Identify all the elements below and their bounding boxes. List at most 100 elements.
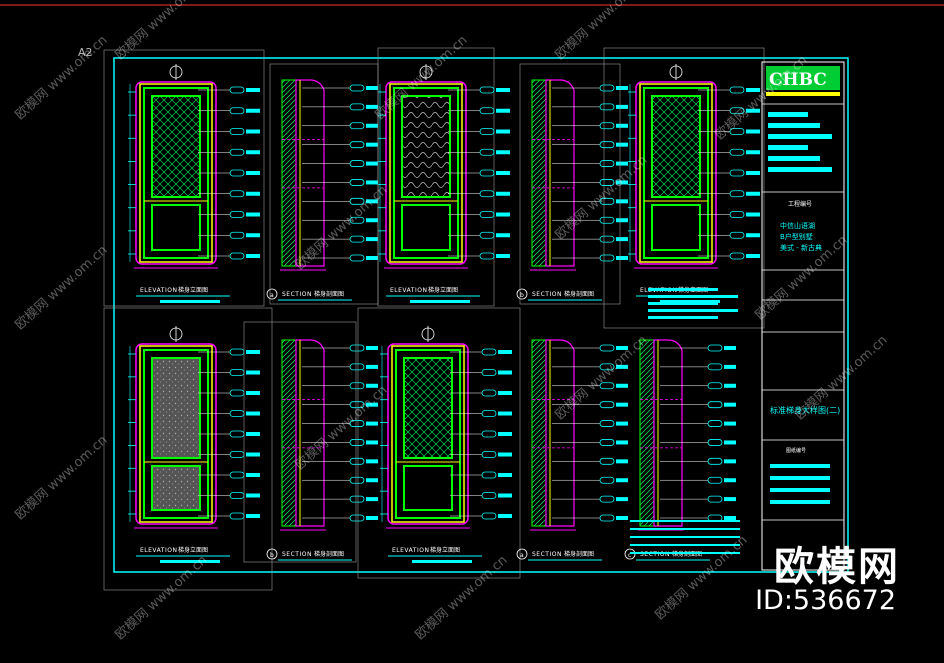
callout-tag <box>229 86 245 94</box>
callout-text-bar <box>746 150 760 155</box>
scale-note-bar <box>410 300 470 303</box>
callout-text-bar <box>366 180 378 185</box>
callout-text-bar <box>724 478 736 483</box>
callout-tag <box>349 141 365 149</box>
callout-tag <box>599 235 615 243</box>
watermark-id: ID:536672 <box>755 585 896 616</box>
callout-tag <box>349 84 365 92</box>
callout-tag <box>229 389 245 397</box>
section-outline <box>295 339 325 527</box>
callout-tag <box>349 514 365 522</box>
callout-tag <box>707 420 723 427</box>
callout-text-bar <box>616 440 628 445</box>
viewport-frame <box>243 321 357 563</box>
callout-tag <box>729 190 745 198</box>
callout-text-bar <box>366 383 378 388</box>
lower-panel <box>151 465 201 511</box>
watermark-text: 欧模网 www.om.cn <box>13 433 111 523</box>
callout-tag <box>229 148 245 156</box>
callout-text-bar <box>246 514 260 518</box>
callout-tag <box>349 216 365 224</box>
callout-tag <box>479 107 495 115</box>
callout-text-bar <box>366 478 378 483</box>
callout-text-bar <box>246 150 260 155</box>
callout-text-bar <box>498 493 512 498</box>
callout-text-bar <box>366 421 378 426</box>
callout-text-bar <box>246 212 260 217</box>
callout-text-bar <box>496 88 510 92</box>
wall-hatch <box>281 339 297 527</box>
wall-hatch <box>639 339 655 527</box>
logo-box <box>766 66 840 90</box>
callout-text-bar <box>246 88 260 92</box>
viewport-frame <box>269 63 379 305</box>
viewport-frame <box>519 63 621 305</box>
project-line: 中信山语湖 <box>780 221 815 230</box>
callout-text-bar <box>616 364 628 369</box>
info-text-bar <box>770 464 830 468</box>
watermark-brand: 欧模网 <box>774 544 900 590</box>
callout-text-bar <box>616 497 628 502</box>
lower-panel <box>651 204 701 251</box>
callout-text-bar <box>246 129 260 134</box>
scale-note-bar <box>412 560 472 563</box>
callout-text-bar <box>498 452 512 457</box>
callout-text-bar <box>496 233 510 238</box>
info-text-bar <box>768 134 832 139</box>
callout-tag <box>707 344 723 352</box>
callout-text-bar <box>616 142 628 147</box>
section-subtitle: 梯身剖面图 <box>564 290 594 298</box>
callout-text-bar <box>724 402 736 407</box>
callout-text-bar <box>724 364 736 369</box>
elevation-subtitle: 梯身立面图 <box>428 286 458 294</box>
callout-tag <box>229 451 245 458</box>
callout-tag <box>229 231 245 239</box>
callout-tag <box>229 252 245 260</box>
callout-tag <box>349 197 365 205</box>
info-text-bar <box>770 500 830 504</box>
callout-text-bar <box>496 108 510 113</box>
callout-text-bar <box>498 391 512 395</box>
callout-text-bar <box>246 171 260 175</box>
callout-text-bar <box>616 199 628 204</box>
note-text-bar <box>630 552 740 554</box>
callout-text-bar <box>246 108 260 113</box>
callout-tag <box>229 492 245 499</box>
callout-text-bar <box>724 440 736 445</box>
callout-text-bar <box>746 88 760 92</box>
callout-tag <box>599 160 615 167</box>
callout-tag <box>599 457 615 465</box>
callout-text-bar <box>366 104 378 109</box>
note-text-bar <box>630 528 740 530</box>
section-subtitle: 梯身剖面图 <box>314 550 344 558</box>
callout-tag <box>707 382 723 390</box>
callout-tag <box>349 439 365 446</box>
info-text-bar <box>768 123 820 128</box>
section-marker-letter: b <box>270 552 274 559</box>
callout-tag <box>481 410 497 417</box>
callout-text-bar <box>616 383 628 388</box>
callout-text-bar <box>616 256 628 260</box>
callout-text-bar <box>366 402 378 407</box>
callout-tag <box>481 492 497 499</box>
lower-panel <box>403 465 453 511</box>
watermark-text: 欧模网 www.om.cn <box>653 533 751 623</box>
callout-tag <box>599 420 615 427</box>
callout-text-bar <box>724 346 736 350</box>
callout-tag <box>481 389 497 397</box>
callout-tag <box>599 514 615 522</box>
callout-tag <box>599 122 615 130</box>
section-marker-circle <box>516 548 528 560</box>
callout-text-bar <box>616 516 628 520</box>
callout-text-bar <box>246 391 260 395</box>
upper-panel <box>151 95 201 198</box>
lower-panel <box>151 204 201 251</box>
callout-tag <box>599 363 615 371</box>
callout-tag <box>481 369 497 376</box>
callout-tag <box>599 495 615 503</box>
callout-text-bar <box>616 237 628 242</box>
